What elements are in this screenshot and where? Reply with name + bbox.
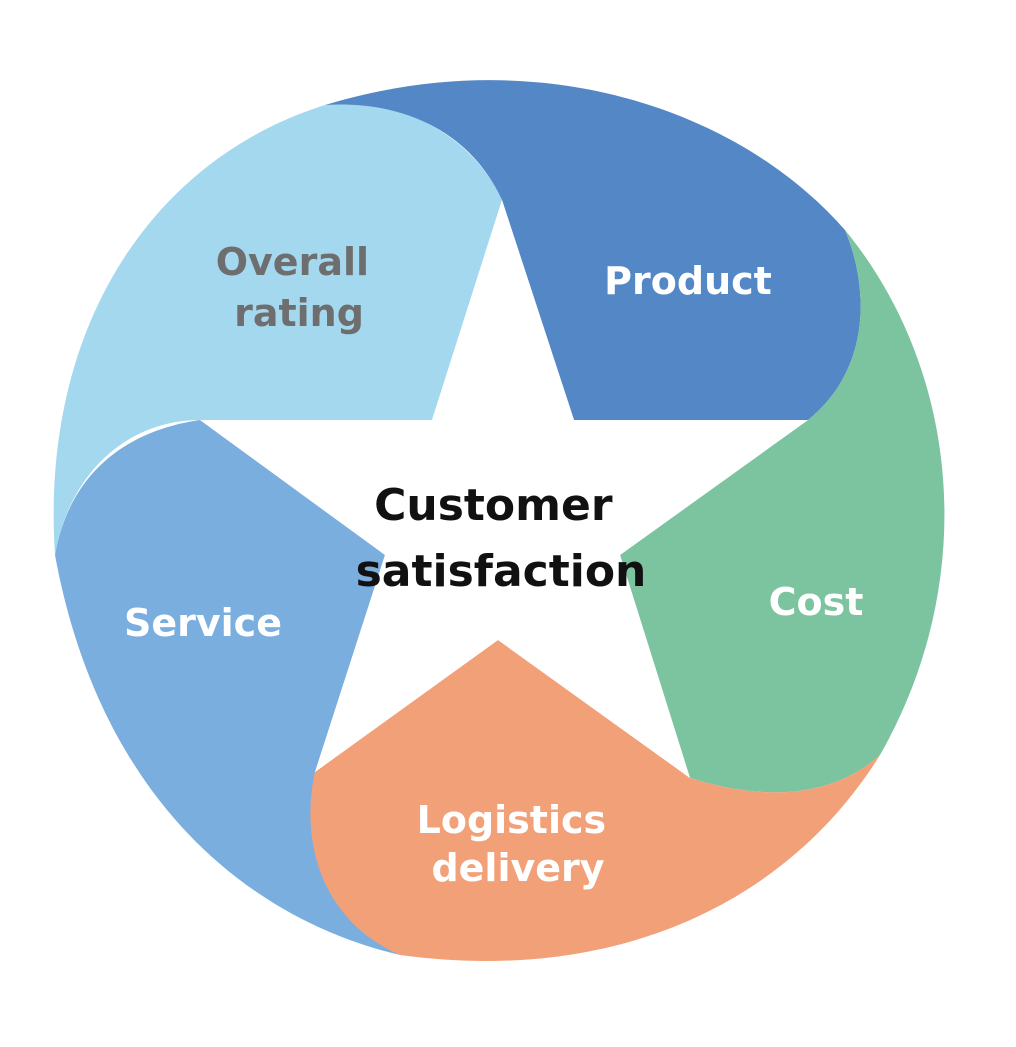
label-product-line-1: Product [604,259,772,303]
segment-product [325,80,861,420]
segment-logistics-delivery [310,640,880,961]
label-cost: Cost [769,580,864,624]
center-label: Customer satisfaction [356,480,647,597]
label-overall-line-2: rating [234,291,364,335]
label-product: Product [604,259,772,303]
label-overall-rating: Overall rating [216,240,383,335]
center-star [200,200,808,778]
label-service: Service [124,601,282,645]
center-label-line-2: satisfaction [356,546,647,597]
segment-overall-rating [53,103,503,555]
label-logistics-line-2: delivery [431,846,604,890]
label-overall-line-1: Overall [216,240,369,284]
label-cost-line-1: Cost [769,580,864,624]
label-logistics-delivery: Logistics delivery [417,798,620,890]
center-label-line-1: Customer [374,480,613,531]
label-logistics-line-1: Logistics [417,798,607,842]
segment-cost [620,230,945,793]
label-service-line-1: Service [124,601,282,645]
segment-service [55,420,400,955]
